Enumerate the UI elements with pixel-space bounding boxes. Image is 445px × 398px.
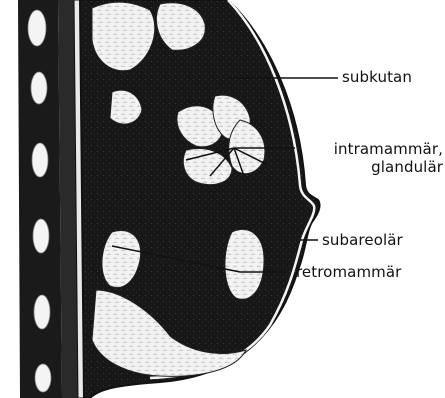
label-intramammar-line2: glandulär [334,158,443,176]
label-intramammar-line1: intramammär, [334,140,443,158]
label-retromammar: retromammär [296,263,401,281]
chest-wall [18,0,84,398]
label-subareolar: subareolär [322,231,403,249]
label-subkutan: subkutan [342,68,412,86]
label-intramammar: intramammär, glandulär [334,140,443,176]
